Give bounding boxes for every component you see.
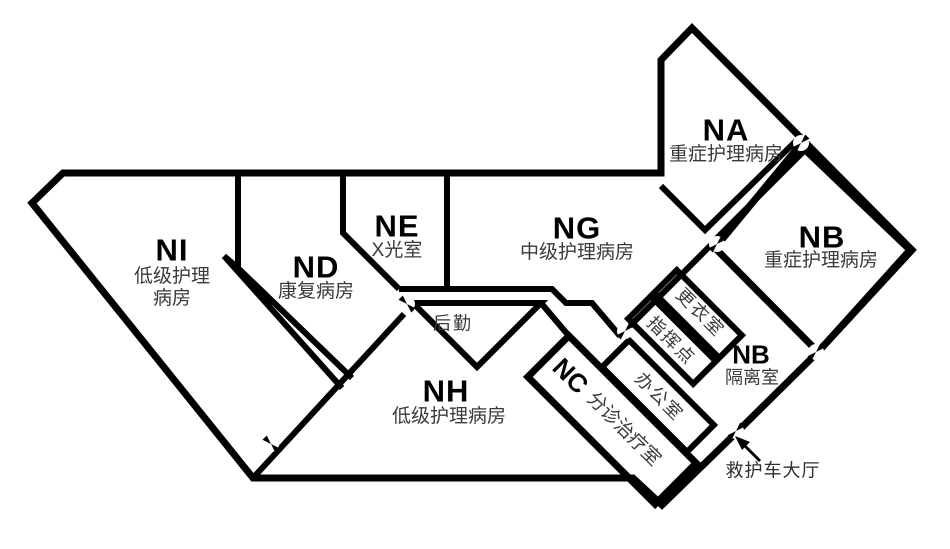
room-sublabel-ne: X光室 — [371, 240, 423, 262]
wall-houqin — [405, 300, 572, 372]
wall-nh-nw — [250, 311, 407, 481]
door-icons — [262, 134, 825, 453]
room-code-ni: NI — [155, 232, 189, 268]
wall-ng-east — [617, 227, 729, 339]
room-sublabel-na: 重症护理病房 — [668, 144, 784, 166]
room-sublabel-ni-line2: 病房 — [152, 288, 192, 310]
door-icon — [398, 295, 416, 313]
door-icon — [262, 435, 280, 453]
door-icon — [792, 134, 810, 152]
door-icon — [807, 343, 825, 361]
room-sublabel-ni-line1: 低级护理 — [133, 266, 211, 288]
door-icon — [708, 235, 726, 253]
room-code-ng: NG — [552, 210, 602, 246]
room-sublabel-nd: 康复病房 — [277, 281, 355, 303]
room-label-houqin: 后勤 — [433, 313, 473, 334]
room-code-nd: ND — [292, 249, 340, 285]
room-code-nb-iso: NB — [732, 339, 770, 370]
ambulance-hall-arrow-icon — [735, 436, 762, 463]
wall-nd-ne — [340, 173, 402, 292]
ambulance-hall-label: 救护车大厅 — [725, 460, 821, 481]
room-sublabel-nh: 低级护理病房 — [391, 406, 507, 428]
wall-ni-nd — [221, 173, 355, 390]
room-code-ne: NE — [374, 208, 420, 244]
door-icon — [727, 422, 745, 440]
wall-gengyishi — [649, 265, 747, 363]
room-code-na: NA — [702, 112, 750, 148]
wall-zhihuidian — [623, 291, 721, 389]
wall-ng-bottom — [399, 286, 623, 338]
room-code-nh: NH — [422, 373, 470, 409]
room-code-nb-icu: NB — [798, 219, 846, 255]
door-icon — [616, 322, 634, 340]
room-sublabel-nb-icu: 重症护理病房 — [763, 250, 879, 272]
room-sublabel-nb-iso: 隔离室 — [725, 367, 779, 388]
wall-nc-strip — [522, 330, 702, 510]
room-sublabel-ng: 中级护理病房 — [519, 242, 635, 264]
